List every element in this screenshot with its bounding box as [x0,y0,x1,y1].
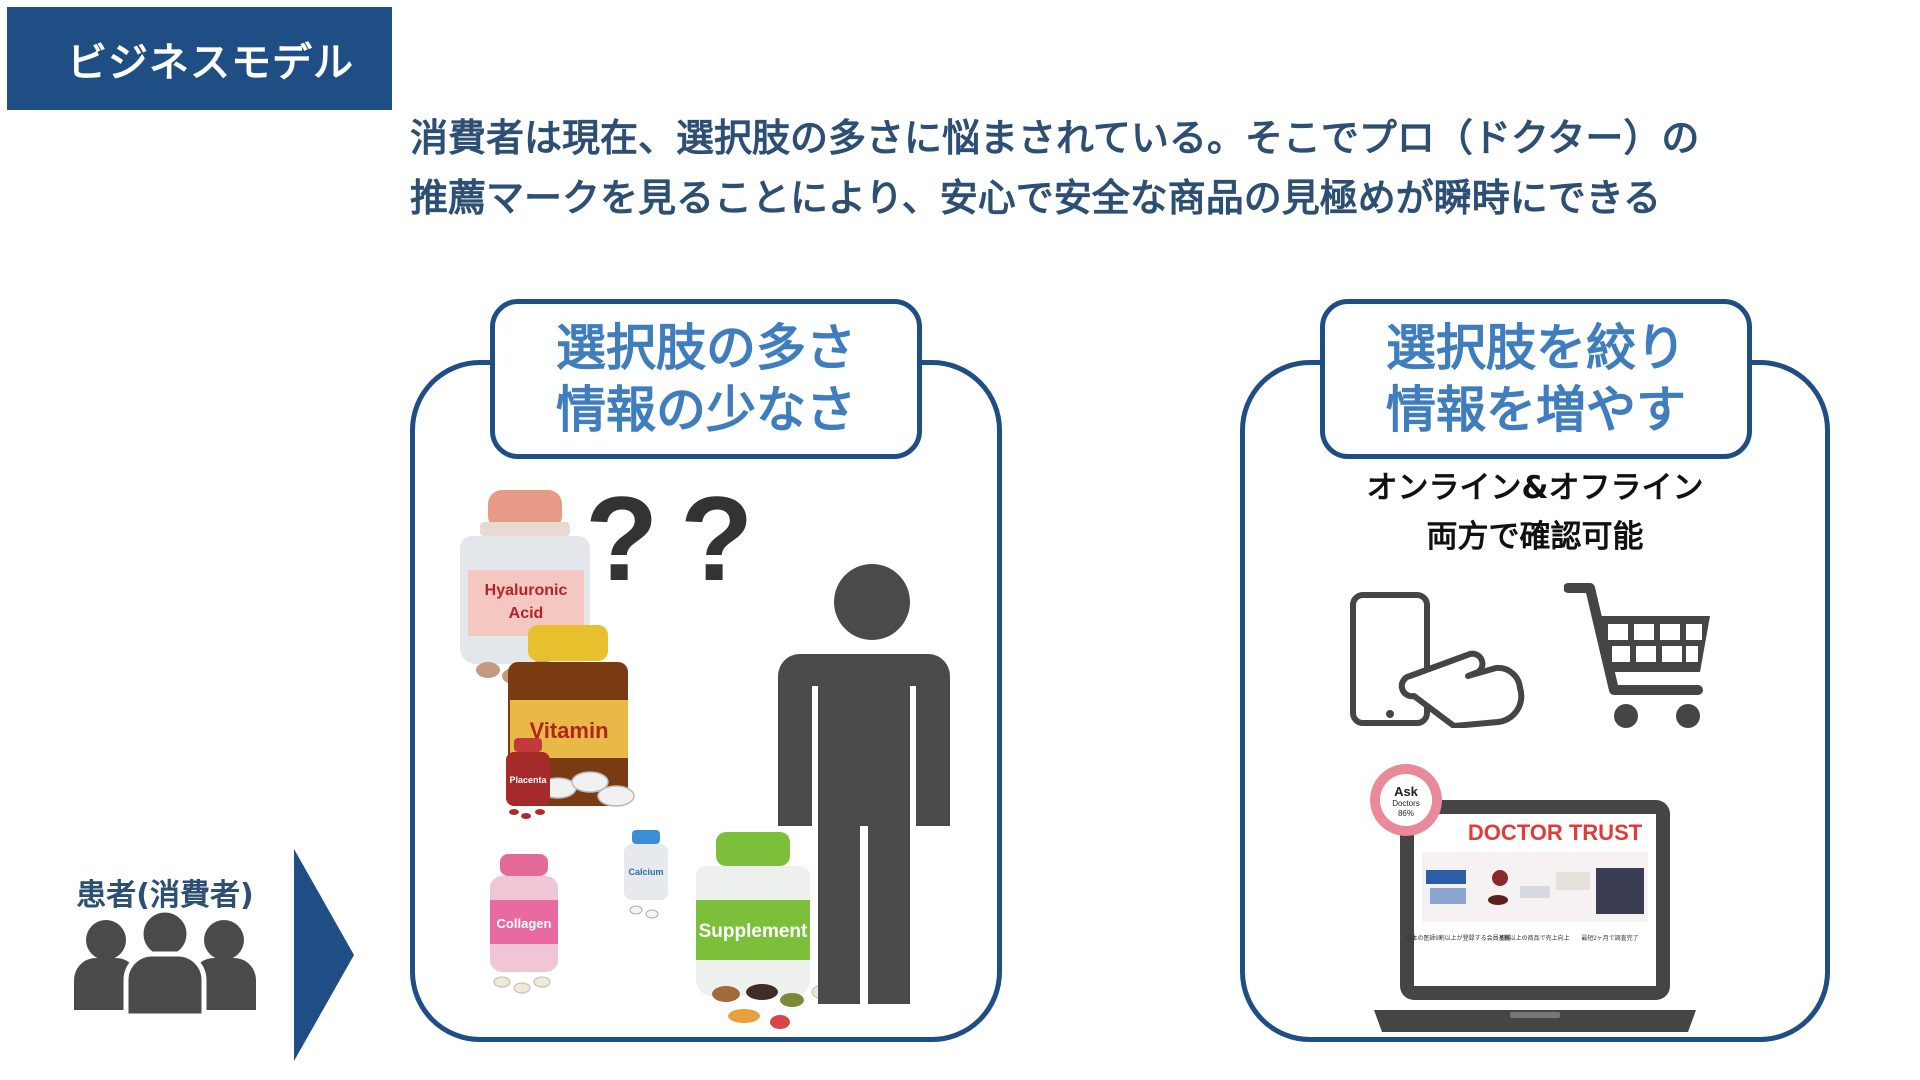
collagen-bottle: Collagen [490,854,558,994]
ask-doctors-seal: Ask Doctors 86% [1370,764,1442,836]
arrow-right-icon [294,849,354,1061]
vitamin-label: Vitamin [529,718,608,743]
supplement-bottle: Supplement [696,832,810,996]
placenta-label: Placenta [509,775,547,785]
channel-note-line-2: 両方で確認可能 [1426,519,1644,555]
shopping-cart-icon [1564,583,1710,728]
left-label-line-1: 選択肢の多さ [556,319,856,377]
title-badge: ビジネスモデル [7,7,392,110]
hyaluronic-label-1: Hyaluronic [485,582,568,599]
people-group-icon [74,910,256,1019]
left-label-line-2: 情報の少なさ [556,381,856,439]
headline: 消費者は現在、選択肢の多さに悩まされている。そこでプロ（ドクター）の 推薦マーク… [410,108,1890,228]
placenta-bottle: Placenta [506,738,550,819]
question-mark-2: ? [680,472,753,606]
page-title: ビジネスモデル [67,39,354,86]
caption-1: 日本の医師9割以上が登録する会員基盤 [1405,934,1510,942]
calcium-bottle: Calcium [624,830,668,919]
seal-doctors: Doctors [1392,799,1420,808]
doctor-trust-brand: DOCTOR TRUST [1468,820,1643,845]
supplements-illustration: Hyaluronic Acid ? ? Vitamin Placenta Cal… [460,472,950,1029]
calcium-label: Calcium [628,867,663,877]
headline-line-2: 推薦マークを見ることにより、安心で安全な商品の見極めが瞬時にできる [410,176,1661,220]
collagen-label: Collagen [497,916,552,931]
caption-2: 6割以上の商品で売上向上 [1500,934,1569,942]
person-icon [778,564,950,1004]
left-panel-label: 選択肢の多さ 情報の少なさ [490,299,922,459]
hyaluronic-label-2: Acid [509,605,544,622]
right-label-line-1: 選択肢を絞り [1386,319,1686,377]
patient-label: 患者(消費者) [76,878,254,913]
channel-note-line-1: オンライン&オフライン [1366,470,1704,506]
smartphone-tap-icon [1350,592,1525,728]
seal-ask: Ask [1394,784,1419,799]
channel-note: オンライン&オフライン 両方で確認可能 [1270,464,1800,562]
capsules [712,984,837,1029]
caption-3: 最短2ヶ月で調査完了 [1581,934,1638,942]
question-mark-1: ? [585,472,658,606]
seal-percent: 86% [1398,809,1414,818]
right-label-line-2: 情報を増やす [1386,381,1686,439]
product-images [1426,868,1644,914]
headline-line-1: 消費者は現在、選択肢の多さに悩まされている。そこでプロ（ドクター）の [410,116,1700,160]
supplement-label: Supplement [699,921,808,942]
right-panel-label: 選択肢を絞り 情報を増やす [1320,299,1752,459]
laptop-icon: DOCTOR TRUST 日本の医師9割以上が登録する会員基盤 6割以上の商品で… [1370,764,1696,1032]
